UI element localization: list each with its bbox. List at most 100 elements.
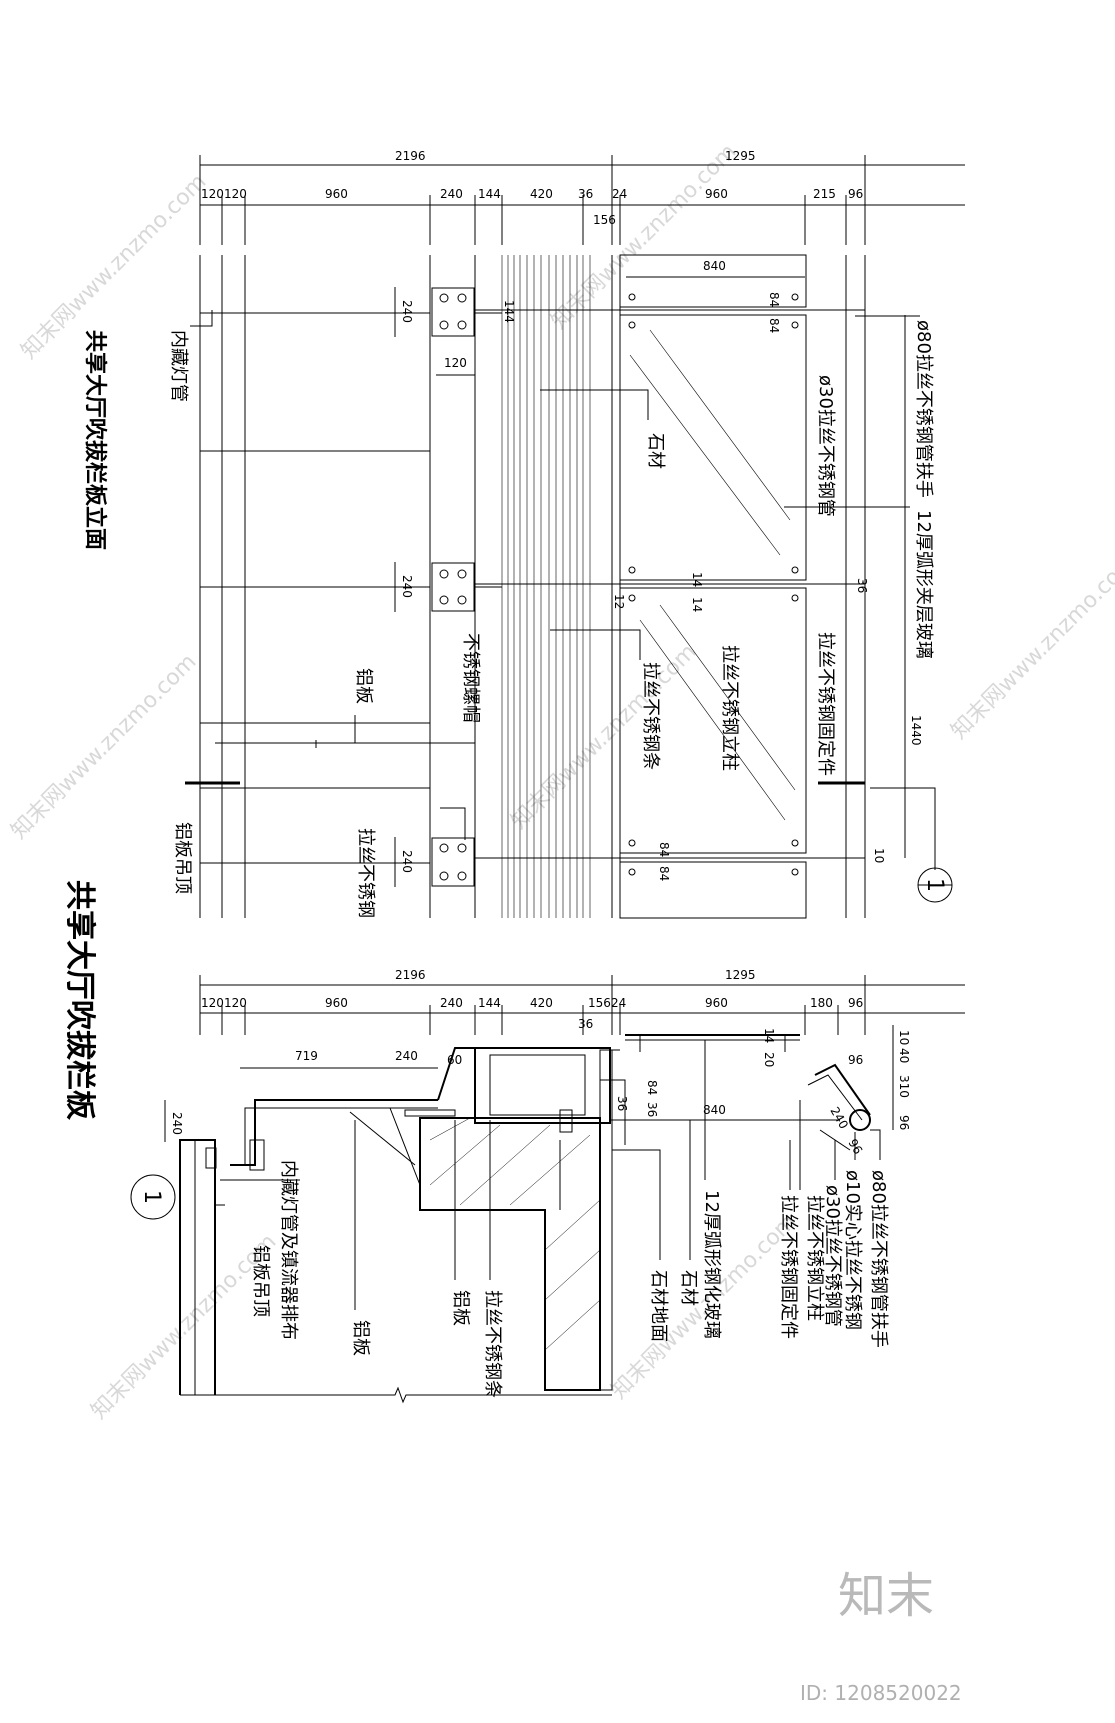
dim: 14 [762, 1028, 776, 1043]
label-light-tube: 内藏灯管 [168, 330, 189, 402]
dim: 96 [848, 996, 863, 1010]
dim: 240 [395, 1049, 418, 1063]
dim: 144 [478, 996, 501, 1010]
section-marker-label: 1 [922, 878, 947, 892]
dim: 144 [502, 300, 516, 323]
bolt-plate [431, 287, 475, 337]
watermark-text: 知末网www.znzmo.com [947, 549, 1115, 744]
section-drawing: 2196 1295 120 120 960 240 144 420 156 24… [62, 880, 965, 1404]
dim-overall-left: 2196 [395, 968, 426, 982]
dim: 84 [657, 842, 671, 857]
label-brushed-ss-post: 拉丝不锈钢立柱 [719, 645, 740, 771]
dim: 240 [400, 300, 414, 323]
label-aluminum-panel: 铝板 [450, 1290, 471, 1326]
dim: 960 [325, 187, 348, 201]
dim: 120 [224, 187, 247, 201]
elevation-drawing: 2196 1295 120 120 960 240 144 420 36 24 … [82, 149, 965, 919]
dim: 36 [615, 1096, 629, 1111]
dim: 36 [578, 1017, 593, 1031]
dim: 10 [897, 1030, 911, 1045]
label-handrail80: ø80拉丝不锈钢管扶手 [913, 320, 934, 498]
dim: 960 [705, 187, 728, 201]
dim: 144 [478, 187, 501, 201]
dim: 180 [810, 996, 833, 1010]
bolt-plate [431, 562, 475, 612]
label-pipe30: ø30拉丝不锈钢管 [822, 1185, 843, 1327]
dim: 20 [762, 1052, 776, 1067]
dim: 36 [855, 578, 869, 593]
dim: 240 [440, 187, 463, 201]
dim: 240 [440, 996, 463, 1010]
dim: 156 [588, 996, 611, 1010]
label-brushed-ss-fixture: 拉丝不锈钢固定件 [815, 632, 836, 776]
section-marker [130, 1174, 176, 1220]
dim: 14 [690, 597, 704, 612]
dim: 310 [897, 1075, 911, 1098]
label-glass: 12厚弧形夹层玻璃 [913, 510, 934, 659]
label-light-tube-note: 内藏灯管及镇流器排布 [278, 1160, 299, 1340]
label-fixture: 拉丝不锈钢固定件 [778, 1195, 799, 1339]
label-glass: 12厚弧形钢化玻璃 [701, 1190, 722, 1339]
dim-overall-right: 1295 [725, 149, 756, 163]
dim: 24 [612, 187, 627, 201]
dim: 12 [612, 594, 626, 609]
glass-panel [619, 254, 807, 919]
dim: 84 [645, 1080, 659, 1095]
label-brushed-ss-strip: 拉丝不锈钢条 [640, 662, 661, 770]
label-handrail80: ø80拉丝不锈钢管扶手 [868, 1170, 889, 1348]
dim-1440: 1440 [909, 715, 923, 746]
dim: 24 [611, 996, 626, 1010]
label-aluminum-panel: 铝板 [350, 1320, 371, 1356]
label-stone-floor: 石材地面 [648, 1270, 669, 1342]
elevation-title: 共享大厅吹拔栏板立面 [82, 330, 108, 550]
dim: 96 [848, 187, 863, 201]
dim: 240 [400, 575, 414, 598]
dim: 96 [897, 1115, 911, 1130]
dim: 420 [530, 187, 553, 201]
label-aluminum-ceiling: 铝板吊顶 [172, 822, 193, 894]
watermark-text: 知末网www.znzmo.com [507, 639, 702, 834]
dim: 84 [767, 318, 781, 333]
watermark-id: ID: 1208520022 [800, 1681, 962, 1705]
bolt-plate [431, 837, 475, 887]
dim: 215 [813, 187, 836, 201]
handrail-circle [849, 1109, 871, 1131]
label-bolt-cap: 不锈钢螺帽 [460, 633, 481, 723]
dim: 719 [295, 1049, 318, 1063]
label-stone: 石材 [645, 433, 666, 469]
label-pipe30: ø30拉丝不锈钢管 [815, 375, 836, 517]
dim: 84 [767, 292, 781, 307]
dim: 120 [444, 356, 467, 370]
dim: 14 [690, 572, 704, 587]
dim: 120 [224, 996, 247, 1010]
dim: 240 [400, 850, 414, 873]
dim: 120 [201, 996, 224, 1010]
dim: 10 [872, 848, 886, 863]
watermark-text: 知末网www.znzmo.com [547, 139, 742, 334]
watermark-logo: 知末 [838, 1568, 934, 1624]
dim: 960 [325, 996, 348, 1010]
dim: 96 [848, 1053, 863, 1067]
label-stone: 石材 [678, 1270, 699, 1306]
dim: 36 [645, 1102, 659, 1117]
dim: 156 [593, 213, 616, 227]
dim: 84 [657, 866, 671, 881]
section-marker-label: 1 [139, 1190, 164, 1204]
dim: 960 [705, 996, 728, 1010]
dim-panel-width: 840 [703, 1103, 726, 1117]
watermark-text: 知末网www.znzmo.com [7, 649, 202, 844]
dim: 240 [170, 1112, 184, 1135]
dim: 36 [578, 187, 593, 201]
dim: 60 [447, 1053, 462, 1067]
dim-overall-right: 1295 [725, 968, 756, 982]
dim: 240 [827, 1105, 851, 1132]
dim: 40 [897, 1048, 911, 1063]
label-aluminum-ceiling: 铝板吊顶 [250, 1245, 271, 1317]
label-brushed-ss: 拉丝不锈钢 [355, 828, 376, 918]
label-brushed-ss-strip: 拉丝不锈钢条 [482, 1290, 503, 1398]
label-aluminum-panel: 铝板 [353, 668, 374, 704]
label-post: 拉丝不锈钢立柱 [804, 1195, 825, 1321]
dim-overall-left: 2196 [395, 149, 426, 163]
dim-panel-width: 840 [703, 259, 726, 273]
